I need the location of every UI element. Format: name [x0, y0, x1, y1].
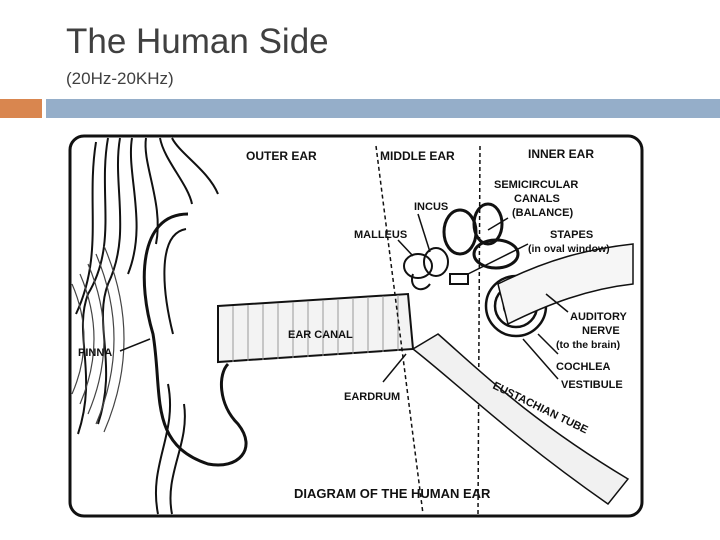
eustachian-tube-shape [411, 333, 630, 506]
sound-waves [71, 245, 125, 433]
ear-canal-shape [217, 292, 415, 364]
label-semicircular-2: CANALS [514, 193, 560, 205]
divider-middle-inner [477, 145, 481, 515]
label-ear-canal: EAR CANAL [288, 329, 353, 341]
label-inner-ear: INNER EAR [528, 147, 594, 161]
label-auditory-2: NERVE [582, 325, 620, 337]
label-stapes-1: STAPES [550, 229, 593, 241]
leader-lines [119, 213, 569, 383]
label-cochlea: COCHLEA [556, 361, 610, 373]
label-incus: INCUS [414, 201, 448, 213]
semicircular-canals [442, 202, 520, 270]
label-auditory-1: AUDITORY [570, 311, 628, 323]
label-outer-ear: OUTER EAR [246, 149, 317, 163]
label-vestibule: VESTIBULE [561, 379, 623, 391]
slide-subtitle: (20Hz-20KHz) [66, 69, 174, 88]
header-band [46, 99, 720, 118]
label-middle-ear: MIDDLE EAR [380, 149, 455, 163]
label-auditory-3: (to the brain) [556, 339, 620, 351]
pinna-shape [142, 212, 248, 467]
ear-diagram: OUTER EAR MIDDLE EAR INNER EAR SEMICIRCU… [68, 134, 644, 518]
label-semicircular-3: (BALANCE) [512, 207, 573, 219]
label-stapes-2: (in oval window) [528, 243, 610, 255]
label-malleus: MALLEUS [354, 229, 407, 241]
accent-bar [0, 99, 42, 118]
diagram-caption: DIAGRAM OF THE HUMAN EAR [294, 486, 491, 501]
ossicles [403, 247, 469, 291]
auditory-nerve-shape [497, 243, 634, 326]
slide-title: The Human Side [66, 22, 329, 61]
label-semicircular-1: SEMICIRCULAR [494, 179, 578, 191]
label-eardrum: EARDRUM [344, 391, 400, 403]
hair-shading [75, 137, 219, 515]
label-pinna: PINNA [78, 347, 112, 359]
divider-outer-middle [375, 145, 424, 515]
